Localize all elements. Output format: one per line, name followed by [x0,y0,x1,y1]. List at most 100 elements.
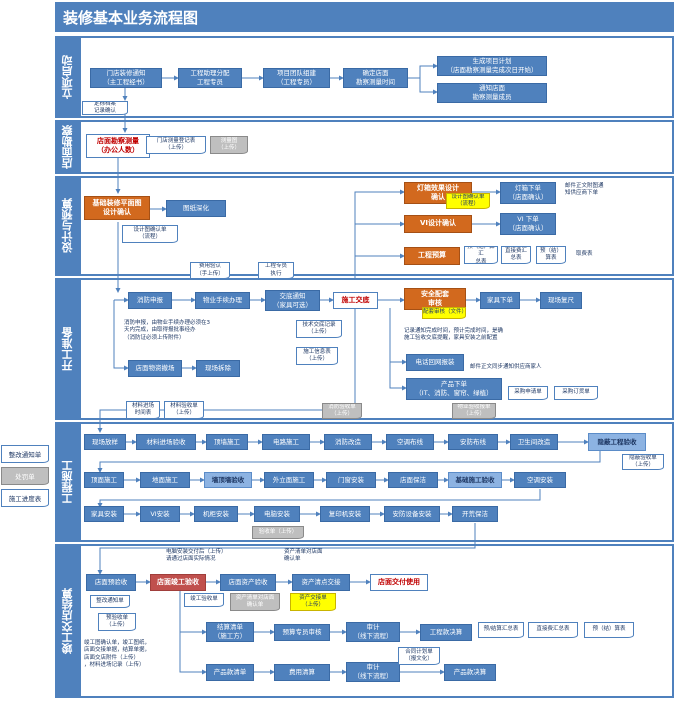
doc-engineer-exec: 工程专员 执行 [258,262,294,279]
step-asset-acceptance[interactable]: 店面资产验收 [220,574,276,591]
lane-label-finish: 竣工交店结算 [55,544,81,698]
doc-survey-drawing: 测量图 （上传） [210,136,248,154]
step-build-r2-1[interactable]: 顶面施工 [84,472,124,488]
step-build-r1-2[interactable]: 材料进场验收 [136,434,196,450]
step-set-survey-time[interactable]: 确定店面 勘察测量时间 [343,68,408,88]
step-build-r1-8[interactable]: 卫生间改造 [510,434,558,450]
doc-bid-record: 定标档案 记录确认 [82,101,128,115]
diagram-title: 装修基本业务流程图 [55,2,674,32]
step-build-r3-7[interactable]: 开荒保洁 [452,506,498,522]
step-build-r2-5[interactable]: 门窗安装 [326,472,376,488]
step-assign-engineer[interactable]: 工程助理分配 工程专员 [178,68,242,88]
doc-construction-info: 施工信息表 （上传） [296,347,338,365]
step-audit-2[interactable]: 审计 （线下流程） [346,662,400,682]
step-budget-review[interactable]: 预算专员审核 [274,624,330,641]
doc-pre-accept: 预验收单 （上传） [98,613,136,631]
step-build-r2-7[interactable]: 基础施工验收 [448,472,502,488]
step-store-delivery[interactable]: 店面交付使用 [370,574,428,591]
doc-asset-confirm: 资产清单对店面 确认单 [230,593,280,611]
step-build-r3-5[interactable]: 复印机安装 [320,506,370,522]
lane-label-prep: 开工准备 [55,278,81,420]
step-fire-declare[interactable]: 消防申报 [128,292,172,309]
doc-fee-confirm: 费用验认 （手上传） [190,262,230,279]
step-store-notice[interactable]: 门店装修通知 （主工程经书） [90,68,162,88]
doc-survey-register: 门店测量登记表 （上传） [146,136,206,154]
doc-contract-plan: 合同计划单 （报文化） [398,647,440,665]
step-floorplan-confirm[interactable]: 基础装修平面图 设计确认 [84,196,150,220]
step-build-r3-6[interactable]: 安防设备安装 [384,506,440,522]
note-lightbox-mail: 邮件正文附图通 知供应商下单 [565,183,604,197]
step-build-r3-4[interactable]: 电脑安装 [254,506,300,522]
step-build-r2-3[interactable]: 墙顶墙验收 [204,472,252,488]
doc-material-schedule: 材料进场 时间表 [126,401,160,419]
note-completion-docs: 竣工图确认单，竣工图纸， 店面交接单据，结算单据， 店面交店附件（上传） ，材料… [84,640,151,669]
step-team-setup[interactable]: 项目团队组建 （工程专员） [263,68,330,88]
note-fire-declare: 消防申报，由物业手续办理必须在3 天内完成，由取得报批事经办 （消防证必须上传附… [124,320,211,341]
step-product-order[interactable]: 产品下单 （IT、消防、窗帘、绿植） [406,378,502,400]
step-build-r3-1[interactable]: 家具安装 [84,506,124,522]
doc-design-confirm: 设计图确认单 （流程） [122,225,178,243]
step-completion-acceptance[interactable]: 店面竣工验收 [150,574,206,591]
step-build-r2-4[interactable]: 外立面施工 [264,472,314,488]
step-site-demolition[interactable]: 现场拆除 [196,360,240,377]
step-construction-handover[interactable]: 施工交底 [333,292,378,309]
doc-material-accept: 材料验收单 （上传） [164,401,204,419]
doc-direct-cost: 直接费汇 总表 [501,246,531,264]
step-build-r3-2[interactable]: VI安装 [140,506,180,522]
step-lightbox-order[interactable]: 灯箱下单 （店面确认） [500,182,556,204]
doc-safety-review: 配套审核（文件） [422,307,466,319]
doc-purchase-request: 采购申请单 [508,386,548,400]
doc-asset-handover: 资产交接单 （上传） [290,593,336,611]
step-hidden-works-accept[interactable]: 隐蔽工程验收 [588,433,646,451]
step-build-r2-8[interactable]: 空调安装 [514,472,566,488]
step-settlement-list[interactable]: 结算清单 （施工方） [206,622,254,642]
step-notify-survey-team[interactable]: 通知店面 勘察测量成员 [437,83,547,103]
doc-purchase-order: 采购订货单 [554,386,598,400]
step-vi-order[interactable]: VI 下单 （店面确认） [500,213,556,235]
step-cost-clearing[interactable]: 费用清算 [274,664,330,681]
step-drawing-detail[interactable]: 图纸深化 [166,200,226,217]
step-build-r2-6[interactable]: 店面保洁 [388,472,438,488]
step-project-plan[interactable]: 生成项目计划 （店面勘察测量完成次日开始） [437,56,547,76]
side-doc-schedule: 施工进度表 [1,489,49,507]
step-site-remeasure[interactable]: 现场复尺 [540,292,582,309]
doc-settle-table: 预（结）算表 [584,622,634,638]
doc-rectify-notice: 整改通知单 [90,595,130,608]
step-store-survey[interactable]: 店面勘察测量 （办公人数） [86,134,150,158]
lane-label-survey: 店面勘察 [55,120,81,174]
step-handover-notice[interactable]: 交底通知 （家具可选） [265,290,320,311]
lane-label-start: 立项启动 [55,36,81,118]
step-budget[interactable]: 工程预算 [404,247,460,265]
step-vi-design[interactable]: VI设计确认 [404,215,472,233]
side-doc-rectify: 整改通知单 [1,445,49,463]
step-build-r1-5[interactable]: 消防改造 [324,434,372,450]
side-doc-penalty: 处罚单 [1,467,49,485]
step-build-r1-6[interactable]: 空调布线 [386,434,434,450]
step-material-removal[interactable]: 店面物资撤场 [128,360,182,377]
doc-budget-table: 预（结） 算表 [536,246,566,264]
step-build-r3-3[interactable]: 机柜安装 [194,506,238,522]
step-pre-acceptance[interactable]: 店面预验收 [86,574,136,591]
doc-build-accept: 验收单（上传） [252,526,304,539]
note-computer-install: 电脑安装交付后（上传） 请通过店面实际情况 [166,549,227,563]
doc-budget-summary: 预（结）算汇 总表 [464,246,498,264]
step-furniture-order[interactable]: 家具下单 [480,292,520,309]
step-build-r1-1[interactable]: 现场放样 [84,434,126,450]
step-phone-network[interactable]: 电话回网报装 [406,354,464,371]
step-build-r2-2[interactable]: 地面施工 [140,472,190,488]
step-audit-1[interactable]: 审计 （线下流程） [346,622,400,642]
step-build-r1-7[interactable]: 安防布线 [448,434,498,450]
note-mail-supplier: 邮件正文同步通知供应商家人 [470,364,542,370]
lane-label-design: 设计与预算 [55,176,81,276]
step-asset-handover[interactable]: 资产清点交接 [292,574,350,591]
step-product-settlement[interactable]: 产品款决算 [444,664,496,681]
step-property-procedure[interactable]: 物业手续办理 [195,292,250,309]
step-works-settlement[interactable]: 工程款决算 [420,624,472,641]
step-product-list[interactable]: 产品款清单 [206,664,254,681]
doc-tech-handover: 技术交底记录 （上传） [296,320,342,338]
step-build-r1-4[interactable]: 电路施工 [262,434,310,450]
doc-settle-summary: 预/结算汇总表 [478,622,524,638]
note-handover-record: 记录通知完成时间，预计完成时间，是确 施工验收交底提醒，家具安装之前配置 [404,328,504,342]
doc-fire-accept: 消防验收单 （上传） [322,403,362,419]
step-build-r1-3[interactable]: 顶墙施工 [206,434,248,450]
